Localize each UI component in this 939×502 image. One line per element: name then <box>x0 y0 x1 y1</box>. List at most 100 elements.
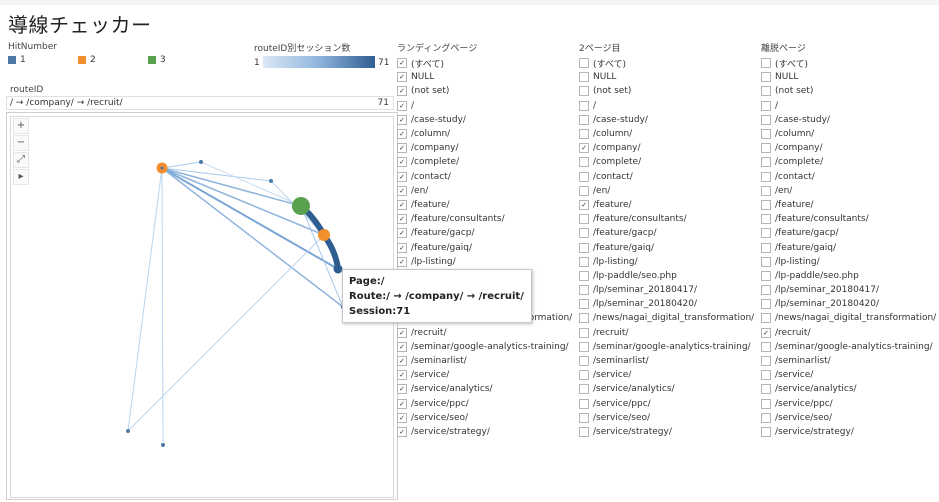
route-filter-row[interactable]: / → /company/ → /recruit/ 71 <box>6 96 394 110</box>
network-graph[interactable] <box>6 112 398 500</box>
filter-item[interactable]: /feature/consultants/ <box>579 212 757 226</box>
filter-checkbox[interactable] <box>761 214 771 225</box>
graph-node[interactable] <box>161 443 165 447</box>
filter-checkbox[interactable] <box>397 412 407 423</box>
filter-item[interactable]: /feature/consultants/ <box>761 212 939 226</box>
graph-node[interactable] <box>292 197 310 215</box>
graph-node[interactable] <box>333 264 343 274</box>
filter-checkbox[interactable] <box>397 228 407 239</box>
filter-item[interactable]: /en/ <box>397 184 575 198</box>
filter-checkbox[interactable] <box>397 256 407 267</box>
filter-item[interactable]: /feature/gaiq/ <box>397 240 575 254</box>
filter-item[interactable]: (not set) <box>397 84 575 98</box>
filter-checkbox[interactable] <box>397 86 407 97</box>
filter-item[interactable]: /lp-listing/ <box>397 255 575 269</box>
filter-checkbox[interactable] <box>397 384 407 395</box>
filter-item[interactable]: (すべて) <box>579 56 757 70</box>
filter-item[interactable]: /complete/ <box>397 155 575 169</box>
filter-item[interactable]: /contact/ <box>579 170 757 184</box>
filter-item[interactable]: /feature/ <box>579 198 757 212</box>
filter-item[interactable]: /service/analytics/ <box>397 382 575 396</box>
filter-item[interactable]: /news/nagai_digital_transformation/ <box>761 311 939 325</box>
filter-item[interactable]: /company/ <box>761 141 939 155</box>
filter-item[interactable]: /column/ <box>397 127 575 141</box>
filter-item[interactable]: /recruit/ <box>397 326 575 340</box>
filter-checkbox[interactable] <box>579 370 589 381</box>
filter-item[interactable]: /en/ <box>579 184 757 198</box>
filter-item[interactable]: / <box>579 99 757 113</box>
graph-node[interactable] <box>269 179 273 183</box>
filter-checkbox[interactable] <box>397 426 407 437</box>
filter-checkbox[interactable] <box>761 327 771 338</box>
filter-checkbox[interactable] <box>397 370 407 381</box>
filter-checkbox[interactable] <box>761 313 771 324</box>
hitnumber-legend-item[interactable]: 1 <box>8 55 78 65</box>
filter-item[interactable]: /service/strategy/ <box>761 425 939 439</box>
filter-item[interactable]: /service/ppc/ <box>397 397 575 411</box>
filter-item[interactable]: /en/ <box>761 184 939 198</box>
filter-item[interactable]: /contact/ <box>397 170 575 184</box>
filter-item[interactable]: /company/ <box>397 141 575 155</box>
filter-checkbox[interactable] <box>579 341 589 352</box>
filter-item[interactable]: (not set) <box>761 84 939 98</box>
filter-checkbox[interactable] <box>579 299 589 310</box>
filter-checkbox[interactable] <box>397 356 407 367</box>
filter-checkbox[interactable] <box>579 86 589 97</box>
filter-item[interactable]: /column/ <box>761 127 939 141</box>
hitnumber-legend-item[interactable]: 2 <box>78 55 148 65</box>
filter-checkbox[interactable] <box>579 114 589 125</box>
filter-item[interactable]: /lp-listing/ <box>579 255 757 269</box>
filter-item[interactable]: /service/ppc/ <box>761 397 939 411</box>
filter-checkbox[interactable] <box>579 426 589 437</box>
filter-item[interactable]: /lp-paddle/seo.php <box>579 269 757 283</box>
filter-item[interactable]: /complete/ <box>761 155 939 169</box>
filter-item[interactable]: /news/nagai_digital_transformation/ <box>579 311 757 325</box>
filter-checkbox[interactable] <box>579 256 589 267</box>
filter-item[interactable]: /service/analytics/ <box>761 382 939 396</box>
filter-checkbox[interactable] <box>397 129 407 140</box>
filter-checkbox[interactable] <box>761 86 771 97</box>
filter-item[interactable]: /case-study/ <box>397 113 575 127</box>
filter-checkbox[interactable] <box>397 341 407 352</box>
filter-checkbox[interactable] <box>397 72 407 83</box>
filter-checkbox[interactable] <box>579 185 589 196</box>
filter-checkbox[interactable] <box>761 129 771 140</box>
filter-checkbox[interactable] <box>579 171 589 182</box>
filter-checkbox[interactable] <box>579 58 589 69</box>
filter-item[interactable]: /feature/gaiq/ <box>761 240 939 254</box>
filter-item[interactable]: /service/ppc/ <box>579 397 757 411</box>
filter-checkbox[interactable] <box>761 100 771 111</box>
filter-item[interactable]: /seminarlist/ <box>397 354 575 368</box>
filter-checkbox[interactable] <box>761 143 771 154</box>
filter-checkbox[interactable] <box>579 214 589 225</box>
filter-checkbox[interactable] <box>579 285 589 296</box>
filter-item[interactable]: /contact/ <box>761 170 939 184</box>
filter-checkbox[interactable] <box>761 171 771 182</box>
filter-item[interactable]: NULL <box>761 70 939 84</box>
filter-checkbox[interactable] <box>397 398 407 409</box>
filter-checkbox[interactable] <box>397 327 407 338</box>
filter-checkbox[interactable] <box>579 228 589 239</box>
filter-checkbox[interactable] <box>761 242 771 253</box>
filter-checkbox[interactable] <box>397 242 407 253</box>
filter-checkbox[interactable] <box>579 143 589 154</box>
filter-item[interactable]: /service/analytics/ <box>579 382 757 396</box>
filter-item[interactable]: (すべて) <box>397 56 575 70</box>
filter-checkbox[interactable] <box>761 285 771 296</box>
filter-item[interactable]: /service/ <box>397 368 575 382</box>
filter-checkbox[interactable] <box>397 171 407 182</box>
filter-checkbox[interactable] <box>579 398 589 409</box>
filter-checkbox[interactable] <box>761 384 771 395</box>
filter-item[interactable]: /feature/gacp/ <box>761 226 939 240</box>
filter-checkbox[interactable] <box>761 58 771 69</box>
filter-checkbox[interactable] <box>761 356 771 367</box>
filter-item[interactable]: /seminar/google-analytics-training/ <box>761 340 939 354</box>
filter-item[interactable]: /case-study/ <box>761 113 939 127</box>
filter-checkbox[interactable] <box>579 313 589 324</box>
play-icon[interactable]: ▸ <box>13 169 29 185</box>
filter-checkbox[interactable] <box>579 242 589 253</box>
filter-checkbox[interactable] <box>579 270 589 281</box>
filter-item[interactable]: /lp-paddle/seo.php <box>761 269 939 283</box>
filter-checkbox[interactable] <box>579 157 589 168</box>
filter-item[interactable]: / <box>397 99 575 113</box>
